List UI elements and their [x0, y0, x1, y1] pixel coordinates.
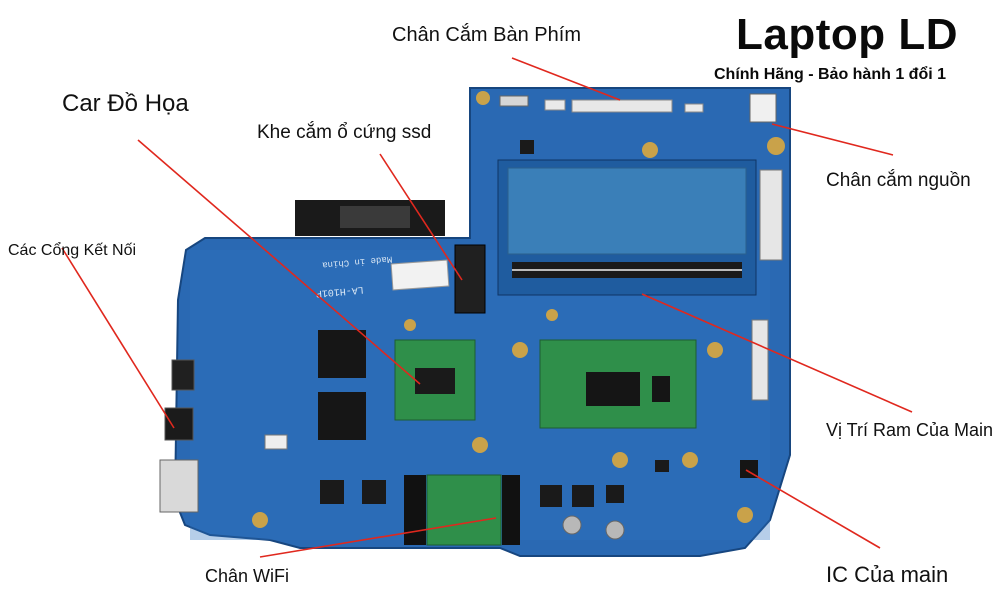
inductor — [606, 485, 624, 503]
gpu-die — [415, 368, 455, 394]
capacitor — [642, 142, 658, 158]
small-connector — [264, 434, 288, 450]
label-power-connector: Chân cắm nguồn — [826, 170, 971, 191]
mount-hole — [737, 507, 753, 523]
cpu-die — [586, 372, 640, 406]
cpu-pch-die — [652, 376, 670, 402]
small-connector — [544, 99, 566, 111]
top-edge-connector-inner — [340, 206, 410, 228]
wifi-card — [426, 474, 502, 546]
port-usb — [159, 459, 199, 513]
leader-power — [771, 123, 894, 156]
inductor — [572, 485, 594, 507]
brand-title: Laptop LD — [736, 10, 959, 59]
vram-chip — [318, 392, 366, 440]
wifi-slot — [404, 475, 426, 545]
ram-module — [507, 167, 747, 255]
mount-hole — [252, 512, 268, 528]
leader-wifi — [259, 517, 497, 558]
leader-ram — [641, 293, 913, 413]
mount-hole — [767, 137, 785, 155]
leader-keyboard — [511, 57, 621, 101]
side-connector — [759, 169, 783, 261]
mount-hole — [612, 452, 628, 468]
leader-ic — [745, 469, 881, 549]
side-connector — [751, 319, 769, 401]
mount-hole — [512, 342, 528, 358]
port-audio — [171, 359, 195, 391]
wifi-slot-end — [502, 475, 520, 545]
small-connector — [684, 103, 704, 113]
leader-ssd — [379, 153, 463, 281]
small-chip — [520, 140, 534, 154]
label-ic: IC Của main — [826, 562, 949, 587]
inductor — [540, 485, 562, 507]
leader-lines — [61, 57, 913, 558]
label-ssd-slot: Khe cắm ổ cứng ssd — [257, 122, 432, 143]
inductor — [362, 480, 386, 504]
inductor — [320, 480, 344, 504]
barcode-sticker — [390, 259, 450, 291]
port-usbc — [164, 407, 194, 441]
small-connector — [499, 95, 529, 107]
mount-hole — [404, 319, 416, 331]
capacitor — [605, 520, 625, 540]
ssd-slot — [454, 244, 486, 314]
mount-hole — [707, 342, 723, 358]
capacitor — [562, 515, 582, 535]
mount-hole — [682, 452, 698, 468]
silkscreen-model: LA-H101P — [315, 283, 364, 298]
mount-hole — [476, 91, 490, 105]
label-keyboard-connector: Chân Cắm Bàn Phím — [392, 24, 581, 46]
leader-ports — [61, 247, 175, 429]
mount-hole — [546, 309, 558, 321]
label-wifi: Chân WiFi — [205, 566, 290, 586]
small-chip — [655, 460, 669, 472]
keyboard-connector — [571, 99, 673, 113]
vram-chip — [318, 330, 366, 378]
leader-gpu — [137, 139, 421, 385]
brand-subtitle: Chính Hãng - Bảo hành 1 đổi 1 — [714, 66, 946, 83]
label-gpu: Car Đồ Họa — [62, 90, 189, 117]
label-ports: Các Cổng Kết Nối — [8, 242, 137, 259]
power-connector — [749, 93, 777, 123]
label-ram-location: Vị Trí Ram Của Main — [826, 420, 994, 440]
mount-hole — [472, 437, 488, 453]
